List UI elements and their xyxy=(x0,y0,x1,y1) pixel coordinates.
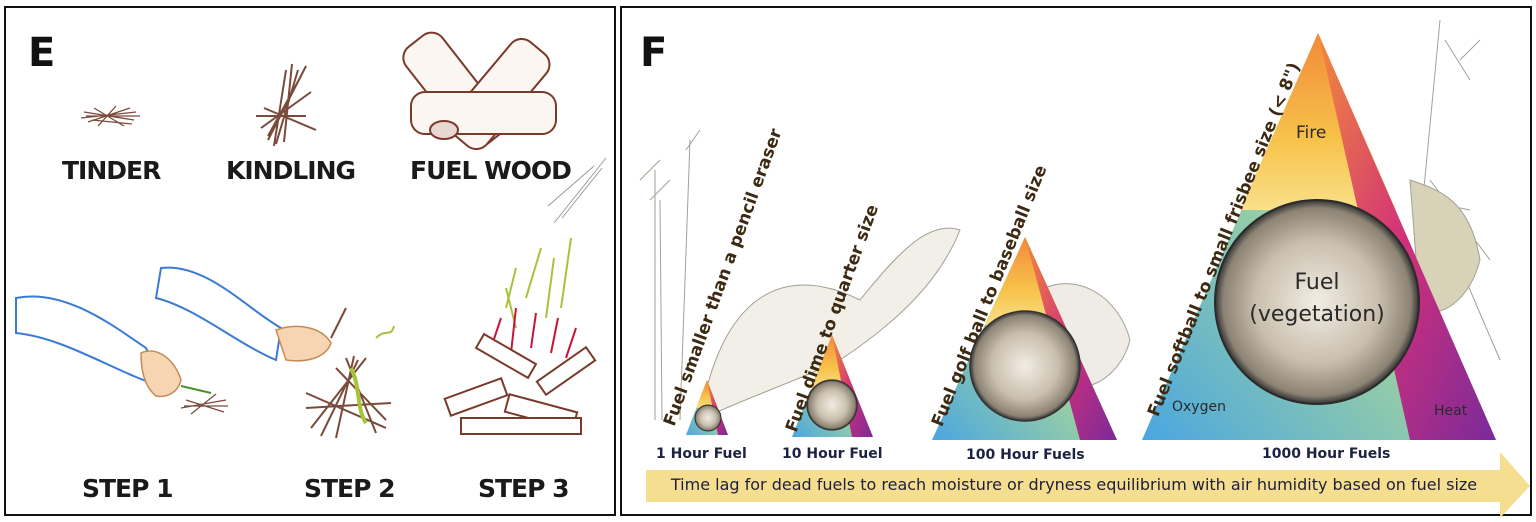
heat-label: Heat xyxy=(1434,403,1468,419)
panel-e-illustration xyxy=(15,31,607,439)
step2-label: STEP 2 xyxy=(304,474,396,503)
panel-f-letter: F xyxy=(640,30,668,76)
tinder-illustration xyxy=(80,105,140,127)
step1-label: STEP 1 xyxy=(82,474,174,503)
fuel-label-2: 10 Hour Fuel xyxy=(782,446,883,462)
step3-fire xyxy=(443,237,597,435)
fuel-label-3: 100 Hour Fuels xyxy=(966,447,1085,463)
kindling-label: KINDLING xyxy=(226,156,356,185)
fuel-wood-illustration xyxy=(402,31,557,151)
fuel-label-1: 1 Hour Fuel xyxy=(656,446,747,462)
step1-arm xyxy=(15,295,228,415)
step2-arm xyxy=(154,266,395,439)
oxygen-label: Oxygen xyxy=(1172,399,1226,415)
vegetation-label: (vegetation) xyxy=(1249,302,1385,327)
fuel-center-label: Fuel xyxy=(1294,270,1340,295)
step3-label: STEP 3 xyxy=(478,474,570,503)
panel-f: F xyxy=(620,6,1532,516)
fire-label: Fire xyxy=(1296,123,1327,143)
fuel-label-4: 1000 Hour Fuels xyxy=(1262,446,1391,462)
kindling-illustration xyxy=(256,63,317,147)
tinder-label: TINDER xyxy=(62,156,161,185)
panel-e: E xyxy=(4,6,616,516)
panel-e-letter: E xyxy=(28,30,56,76)
time-lag-caption: Time lag for dead fuels to reach moistur… xyxy=(670,475,1478,494)
fuel-wood-label: FUEL WOOD xyxy=(410,156,572,185)
